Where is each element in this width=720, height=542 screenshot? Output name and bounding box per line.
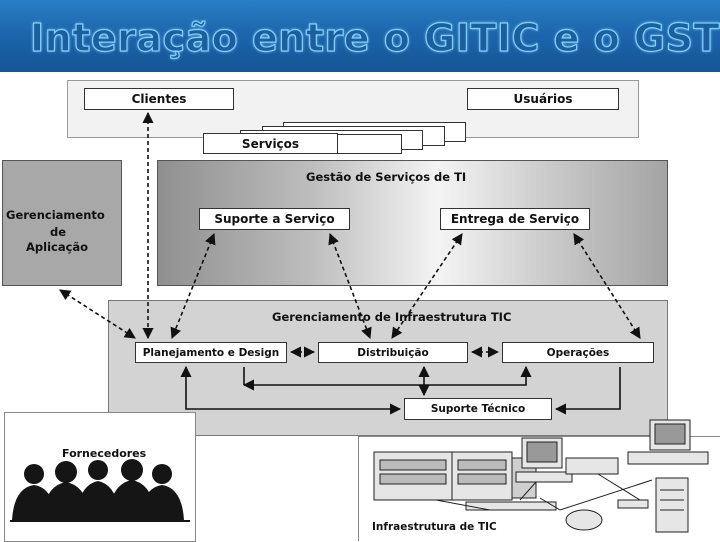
arrow-planejamento-operacoes-bus — [242, 365, 532, 391]
suporte-tecnico-box: Suporte Técnico — [404, 398, 552, 420]
arrow-suporte-planejamento — [170, 232, 216, 340]
gerenciamento-aplicacao-line2: de — [50, 225, 67, 239]
suporte-servico-box: Suporte a Serviço — [199, 208, 350, 230]
fornecedores-label: Fornecedores — [62, 447, 147, 460]
computer-equipment-icon — [373, 419, 709, 533]
operacoes-box: Operações — [502, 342, 654, 363]
arrow-entrega-distribuicao — [391, 233, 463, 339]
entrega-servico-box: Entrega de Serviço — [440, 208, 590, 230]
gerenciamento-aplicacao-panel — [2, 160, 122, 286]
arrow-suporte-distribuicao — [328, 232, 372, 340]
arrow-operacoes-suporte-tecnico — [554, 367, 621, 415]
arrow-entrega-operacoes — [573, 233, 641, 339]
planejamento-box: Planejamento e Design — [135, 342, 287, 363]
usuarios-box: Usuários — [467, 88, 619, 110]
gsti-title: Gestão de Serviços de TI — [306, 170, 467, 184]
people-silhouettes-icon — [10, 459, 190, 522]
slide-title: Interação entre o GITIC e o GSTI — [29, 15, 720, 60]
clientes-box: Clientes — [84, 88, 234, 110]
arrow-aplicacao-planejamento — [59, 289, 136, 339]
servicos-box: Serviços — [203, 133, 338, 154]
infraestrutura-label: Infraestrutura de TIC — [372, 521, 497, 533]
gerenciamento-aplicacao-line1: Gerenciamento — [6, 208, 105, 222]
arrow-planejamento-suporte-tecnico — [180, 365, 402, 415]
title-band — [0, 0, 720, 72]
gerenciamento-aplicacao-line3: Aplicação — [26, 240, 89, 254]
distribuicao-box: Distribuição — [318, 342, 468, 363]
